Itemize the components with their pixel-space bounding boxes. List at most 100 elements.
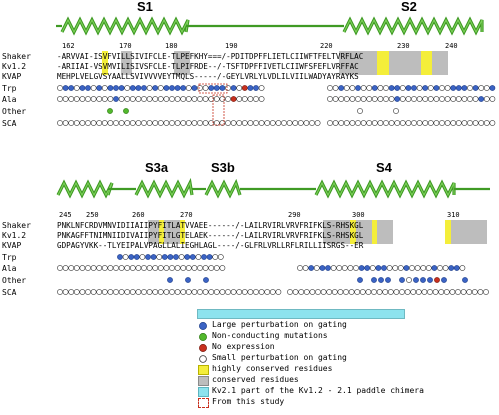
sca-dot (343, 289, 349, 295)
trp-dot (439, 85, 445, 91)
sca-dot (85, 120, 91, 126)
trp-dot (230, 85, 237, 91)
ala-dot (349, 96, 356, 102)
sca-dot (113, 289, 119, 295)
highly-conserved-shade (445, 220, 451, 244)
trp-dot (208, 85, 215, 91)
other-dot (167, 277, 173, 283)
trp-dot (101, 85, 108, 91)
highly-conserved-shade (350, 220, 356, 244)
sca-dot (393, 289, 400, 295)
trp-dot (96, 85, 103, 91)
trp-dot (161, 254, 168, 260)
trp-dot (394, 85, 401, 91)
sca-dot (146, 120, 153, 126)
sca-dot (338, 120, 345, 126)
legend-item-kv21: Kv2.1 part of the Kv1.2 - 2.1 paddle chi… (196, 386, 496, 397)
position-label: 260 (132, 211, 145, 219)
legend-label: Non-conducting mutations (212, 331, 328, 340)
ala-dot (308, 265, 315, 271)
sca-dot (197, 289, 203, 295)
position-label: 310 (447, 211, 460, 219)
trp-dot (195, 254, 202, 260)
ala-dot (96, 96, 103, 102)
sca-dot (421, 289, 428, 295)
sca-dot (275, 120, 282, 126)
ala-dot (124, 265, 131, 271)
sca-dot (366, 120, 373, 126)
segment-label-s3a: S3a (145, 160, 169, 175)
sca-dot (383, 120, 389, 126)
sca-dot (213, 289, 220, 295)
trp-dot (191, 85, 198, 91)
ala-dot (297, 265, 303, 271)
highly-conserved-shade (180, 220, 185, 244)
sca-dot (415, 289, 422, 295)
row-label-kv12: Kv1.2 (2, 62, 27, 71)
conserved-shade (356, 220, 372, 244)
ala-dot (442, 265, 449, 271)
sca-dot (460, 289, 467, 295)
sca-dot (73, 289, 80, 295)
sca-dot (314, 120, 321, 126)
ala-dot (79, 96, 86, 102)
ala-dot (180, 265, 187, 271)
ala-dot (397, 265, 404, 271)
row-label-other: Other (2, 276, 27, 285)
ala-dot (85, 96, 91, 102)
trp-dot (422, 85, 429, 91)
ala-dot (107, 96, 114, 102)
ala-dot (453, 265, 460, 271)
sca-dot (281, 120, 287, 126)
trp-dot (169, 85, 175, 91)
segment-label-s3b: S3b (211, 160, 235, 175)
trp-dot (472, 85, 479, 91)
segment-label-s4: S4 (376, 160, 392, 175)
sca-dot (444, 120, 451, 126)
conserved-shade (164, 220, 180, 244)
ala-dot (411, 96, 417, 102)
ala-dot (90, 265, 97, 271)
legend-label: No expression (212, 342, 275, 351)
ala-dot (360, 96, 367, 102)
ala-dot (489, 96, 496, 102)
ala-dot (364, 265, 371, 271)
row-label-trp: Trp (2, 84, 17, 93)
legend-item-small: Small perturbation on gating (196, 353, 496, 364)
sca-dot (376, 289, 383, 295)
sca-dot (450, 120, 457, 126)
sca-dot (258, 120, 265, 126)
trp-dot (178, 254, 185, 260)
trp-dot (371, 85, 378, 91)
trp-dot (79, 85, 86, 91)
kv21-chimera-bar (197, 309, 405, 319)
ala-dot (330, 265, 337, 271)
trp-dot (206, 254, 213, 260)
ala-dot (152, 265, 159, 271)
dashed-red-box-icon (198, 398, 209, 408)
ala-dot (141, 96, 147, 102)
other-dot (413, 277, 419, 283)
trp-dot (157, 85, 164, 91)
sca-dot (90, 289, 97, 295)
sca-dot (135, 120, 142, 126)
trp-dot (62, 85, 69, 91)
sca-dot (236, 289, 243, 295)
ala-dot (225, 96, 231, 102)
sca-dot (253, 289, 259, 295)
sca-dot (355, 120, 361, 126)
ala-dot (422, 96, 429, 102)
ala-dot (425, 265, 432, 271)
conserved-shade (339, 51, 377, 75)
row-label-shaker: Shaker (2, 52, 31, 61)
sca-dot (163, 289, 170, 295)
green-dot-icon (199, 333, 207, 341)
ala-dot (118, 96, 125, 102)
sequence-kv12: PNKAGFFTNIMNIIDIVAIIPYFITLGTELAEK------/… (57, 231, 364, 240)
sca-dot (180, 289, 187, 295)
ala-dot (461, 96, 468, 102)
row-label-sca: SCA (2, 288, 17, 297)
trp-dot (107, 85, 114, 91)
sca-dot (208, 120, 215, 126)
sca-dot (461, 120, 468, 126)
